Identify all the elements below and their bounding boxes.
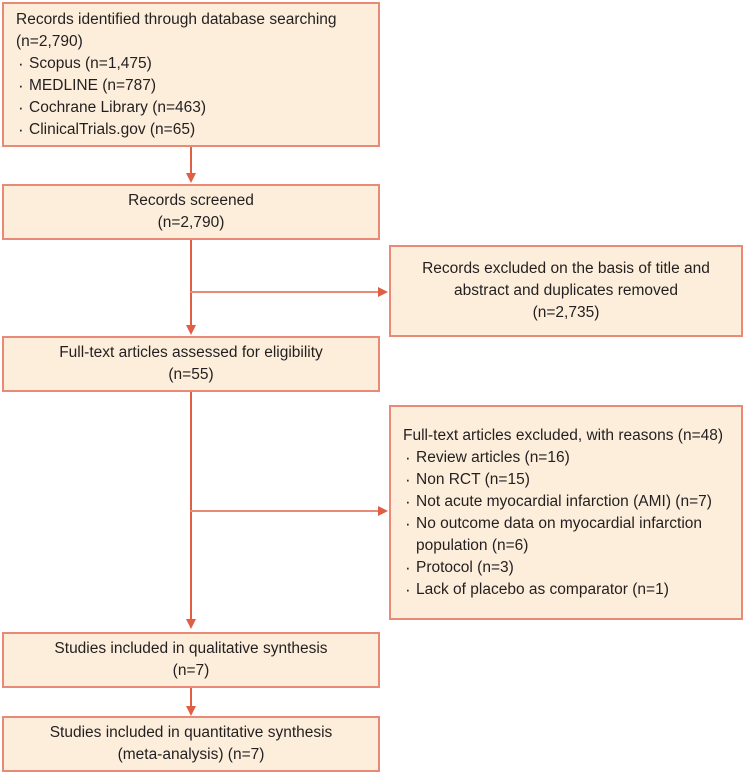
box-quantitative-synthesis: Studies included in quantitative synthes… [2, 716, 380, 772]
box-fulltext-excluded: Full-text articles excluded, with reason… [389, 405, 743, 620]
source-item-scopus: Scopus (n=1,475) [16, 52, 206, 76]
arrow-screened-to-eligibility [185, 325, 196, 335]
reason-item-review-articles: Review articles (n=16) [403, 446, 729, 470]
arrow-eligibility-to-fulltext-excluded [378, 505, 388, 516]
connector-qualitative-to-quantitative [190, 688, 192, 714]
records-excluded-text: Records excluded on the basis of title a… [422, 260, 710, 321]
fulltext-excluded-heading: Full-text articles excluded, with reason… [403, 426, 724, 444]
connector-eligibility-to-fulltext-excluded [190, 510, 380, 512]
connector-identified-to-screened [190, 147, 192, 179]
records-screened-text: Records screened (n=2,790) [128, 192, 254, 231]
connector-screened-to-eligibility [190, 240, 192, 326]
fulltext-assessed-text: Full-text articles assessed for eligibil… [59, 344, 323, 383]
fulltext-excluded-reasons: Review articles (n=16) Non RCT (n=15) No… [403, 446, 729, 602]
box-qualitative-synthesis: Studies included in qualitative synthesi… [2, 632, 380, 688]
records-identified-sources: Scopus (n=1,475) MEDLINE (n=787) Cochran… [16, 52, 206, 142]
arrow-qualitative-to-quantitative [185, 706, 196, 716]
reason-item-protocol: Protocol (n=3) [403, 556, 729, 580]
reason-item-no-outcome-data: No outcome data on myocardial infarction… [403, 512, 729, 557]
qualitative-synthesis-text: Studies included in qualitative synthesi… [54, 640, 328, 679]
quantitative-synthesis-text: Studies included in quantitative synthes… [49, 724, 333, 763]
source-item-medline: MEDLINE (n=787) [16, 74, 206, 98]
arrow-eligibility-to-qualitative [185, 619, 196, 629]
reason-item-not-ami: Not acute myocardial infarction (AMI) (n… [403, 490, 729, 514]
box-records-excluded: Records excluded on the basis of title a… [389, 245, 743, 337]
records-identified-heading: Records identified through database sear… [16, 10, 337, 50]
box-records-identified: Records identified through database sear… [2, 2, 380, 147]
source-item-clinicaltrials: ClinicalTrials.gov (n=65) [16, 118, 206, 142]
connector-screened-to-records-excluded [190, 291, 380, 293]
box-fulltext-assessed: Full-text articles assessed for eligibil… [2, 336, 380, 392]
connector-eligibility-to-qualitative [190, 392, 192, 620]
reason-item-no-placebo: Lack of placebo as comparator (n=1) [403, 578, 729, 602]
arrow-identified-to-screened [185, 173, 196, 183]
reason-item-non-rct: Non RCT (n=15) [403, 468, 729, 492]
source-item-cochrane: Cochrane Library (n=463) [16, 96, 206, 120]
arrow-screened-to-records-excluded [378, 286, 388, 297]
box-records-screened: Records screened (n=2,790) [2, 184, 380, 240]
